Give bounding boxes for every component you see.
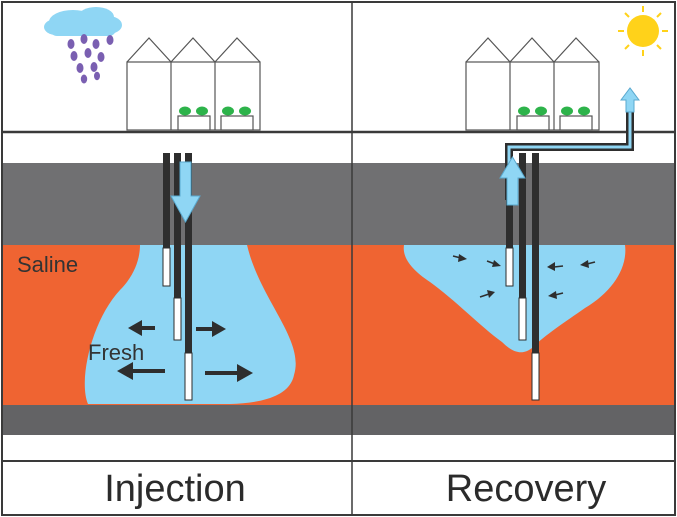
recovery-wells: [505, 153, 540, 401]
upper-confining-layer: [3, 163, 674, 245]
lower-confining-layer: [3, 405, 674, 435]
plants-right: [518, 106, 590, 116]
fresh-label: Fresh: [88, 340, 145, 365]
saline-label: Saline: [17, 252, 79, 277]
outward-flow-arrows: [117, 320, 253, 382]
outflow-arrow-icon: [620, 87, 640, 113]
injection-title: Injection: [104, 468, 246, 510]
rain-drops: [67, 34, 114, 84]
fresh-water-bubble-right: [403, 245, 626, 353]
plants-left: [179, 106, 251, 116]
recovery-title: Recovery: [445, 468, 607, 510]
recovery-arrow-icon: [499, 156, 526, 206]
inward-flow-arrows: [452, 254, 596, 299]
greenhouse-icon-right: [465, 37, 600, 131]
greenhouse-icon: [126, 37, 261, 131]
injection-wells: [162, 153, 193, 401]
rain-cloud-icon: [44, 7, 122, 36]
sun-icon: [618, 6, 668, 56]
injection-arrow-icon: [170, 161, 201, 224]
